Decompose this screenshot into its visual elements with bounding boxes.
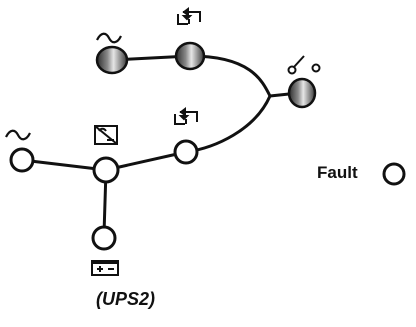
line-output-stub — [269, 92, 290, 98]
rectifier-icon — [94, 125, 118, 145]
led-inverter — [173, 139, 199, 165]
led-output — [287, 77, 317, 109]
ac-sine-icon — [96, 32, 122, 44]
line-acinput-to-rectifier — [21, 158, 107, 172]
led-fault — [382, 162, 406, 186]
line-rectifier-to-inverter — [105, 150, 187, 172]
battery-icon — [91, 260, 119, 276]
led-utility-input — [95, 45, 129, 75]
led-rectifier — [92, 156, 120, 184]
ac-input-sine-icon — [5, 129, 31, 141]
output-switch-icon — [287, 55, 321, 75]
model-caption: (UPS2) — [96, 289, 156, 309]
led-battery — [91, 225, 117, 251]
fault-label: Fault — [317, 163, 358, 182]
inverter-icon — [174, 107, 198, 125]
line-bypass-to-output — [189, 54, 272, 97]
bypass-switch-icon — [177, 7, 201, 25]
line-output-to-inverter — [185, 95, 272, 154]
led-ac-input — [9, 147, 35, 173]
led-bypass — [174, 41, 206, 71]
flow-lines — [21, 54, 272, 235]
